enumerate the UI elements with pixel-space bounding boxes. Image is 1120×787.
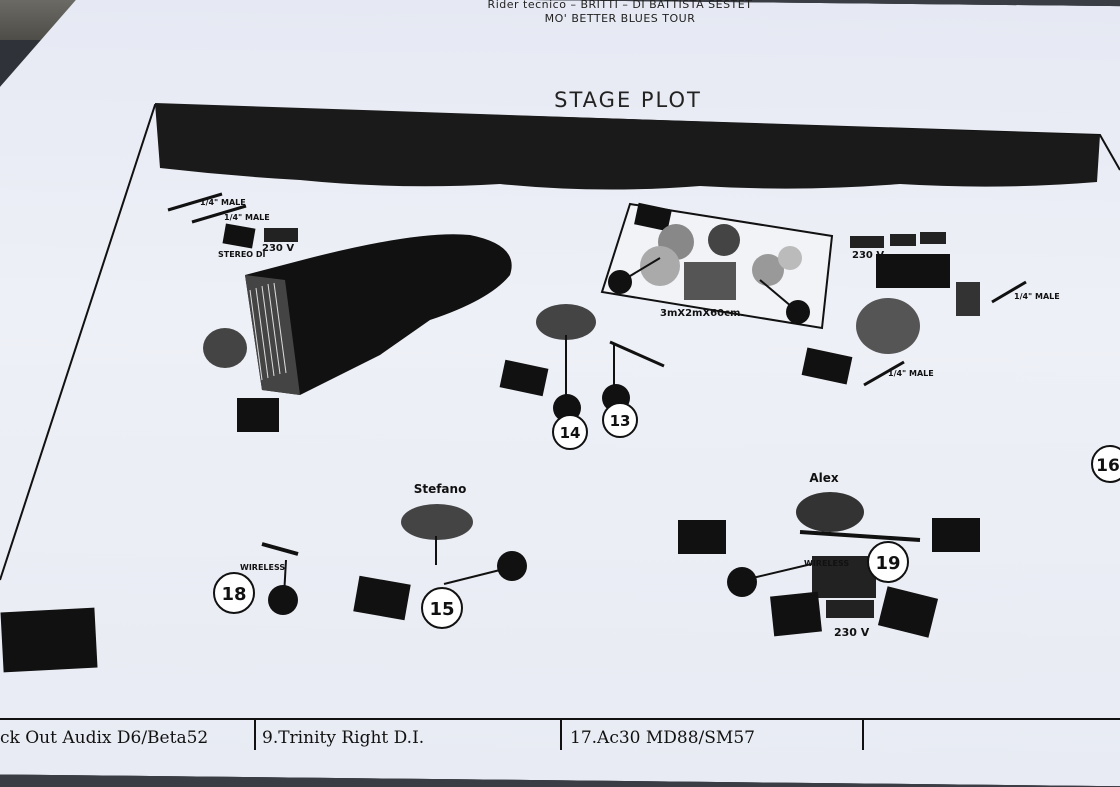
wireless-label-right: WIRELESS — [804, 559, 849, 568]
drum-monitor — [634, 202, 672, 232]
piano-keys — [249, 282, 287, 381]
marker-18 — [213, 572, 255, 614]
bass-drum — [684, 262, 736, 300]
power-outlet-right-3 — [920, 232, 946, 244]
male-label-a: 1/4" MALE — [200, 198, 246, 207]
mic-13-boom — [609, 340, 665, 368]
monitor-wedge-alex-right — [877, 586, 939, 638]
v230-bottom: 230 V — [834, 626, 870, 639]
grand-piano — [245, 234, 512, 395]
male-label-b: 1/4" MALE — [224, 213, 270, 222]
male-label-right-bottom: 1/4" MALE — [888, 369, 934, 378]
marker-18-label: 18 — [221, 584, 246, 605]
stereo-di-box — [222, 223, 256, 249]
monitor-wedge-alex-left — [770, 591, 822, 637]
stage-plot-title: STAGE PLOT — [554, 88, 702, 112]
mic-base-stefano-boom — [497, 551, 527, 581]
table-divider-3 — [862, 720, 864, 750]
table-cell-2: 9.Trinity Right D.I. — [262, 728, 425, 748]
amp-right-alex — [932, 518, 980, 552]
stefano-figure — [401, 504, 473, 540]
table-cell-3: 17.Ac30 MD88/SM57 — [570, 728, 755, 748]
back-curtain — [155, 103, 1100, 190]
monitor-wedge-bass — [801, 347, 853, 385]
drummer-figure — [708, 224, 740, 256]
bass-player-figure — [856, 298, 920, 354]
tour-title: MO' BETTER BLUES TOUR — [544, 12, 696, 25]
mic-base-alex — [727, 567, 757, 597]
pianist-figure — [203, 328, 247, 368]
marker-13-label: 13 — [610, 412, 631, 430]
table-cell-1: ck Out Audix D6/Beta52 — [0, 728, 209, 748]
stage-plot-diagram: 1/4" MALE 1/4" MALE STEREO DI 230 V 3mX2… — [0, 103, 1120, 673]
alex-name: Alex — [809, 471, 839, 485]
monitor-wedge-stefano — [353, 575, 411, 621]
cable-quarter-inch-a — [167, 192, 223, 212]
bass-amp — [876, 254, 950, 288]
drum-cymbal-2 — [778, 246, 802, 270]
alex-guitar — [799, 530, 921, 542]
cable-quarter-inch-b — [191, 204, 247, 224]
marker-16 — [1091, 445, 1120, 483]
power-outlet-right-1 — [850, 236, 884, 248]
table-divider-2 — [560, 720, 562, 750]
drum-cymbal-1 — [640, 246, 680, 286]
marker-15 — [421, 587, 463, 629]
monitor-wedge-center — [499, 359, 549, 397]
mic-base-18 — [268, 585, 298, 615]
cable-right-bottom — [863, 360, 905, 387]
marker-15-label: 15 — [429, 599, 454, 620]
v230-left: 230 V — [262, 243, 294, 254]
marker-19-label: 19 — [875, 553, 900, 574]
marker-19 — [867, 541, 909, 583]
marker-13 — [602, 402, 638, 438]
monitor-wedge-piano — [237, 398, 279, 432]
male-label-right-top: 1/4" MALE — [1014, 292, 1060, 301]
drum-riser-size: 3mX2mX60cm. — [660, 308, 744, 319]
stereo-di-label: STEREO DI — [218, 250, 266, 259]
pedal-stand — [956, 282, 980, 316]
power-outlet-left — [264, 228, 298, 242]
speaker-cabinet — [0, 607, 98, 673]
marker-14 — [552, 414, 588, 450]
power-outlet-bottom — [826, 600, 874, 618]
amp-left-alex — [678, 520, 726, 554]
center-player-figure — [536, 304, 596, 340]
cable-right-top — [991, 280, 1027, 304]
marker-14-label: 14 — [560, 424, 581, 442]
rider-title: Rider tecnico – BRITTI – DI BATTISTA SES… — [487, 0, 753, 11]
alex-figure — [796, 492, 864, 532]
input-list-table: ck Out Audix D6/Beta52 9.Trinity Right D… — [0, 718, 1120, 750]
wireless-mic-18 — [261, 542, 299, 556]
power-outlet-right-2 — [890, 234, 916, 246]
pedalboard-alex — [812, 556, 876, 598]
wireless-label-left: WIRELESS — [240, 563, 285, 572]
drum-floor-tom — [752, 254, 784, 286]
stefano-name: Stefano — [414, 482, 467, 496]
marker-16-label: 16 — [1096, 456, 1120, 476]
v230-right: 230 V — [852, 250, 884, 261]
table-divider-1 — [254, 720, 256, 750]
